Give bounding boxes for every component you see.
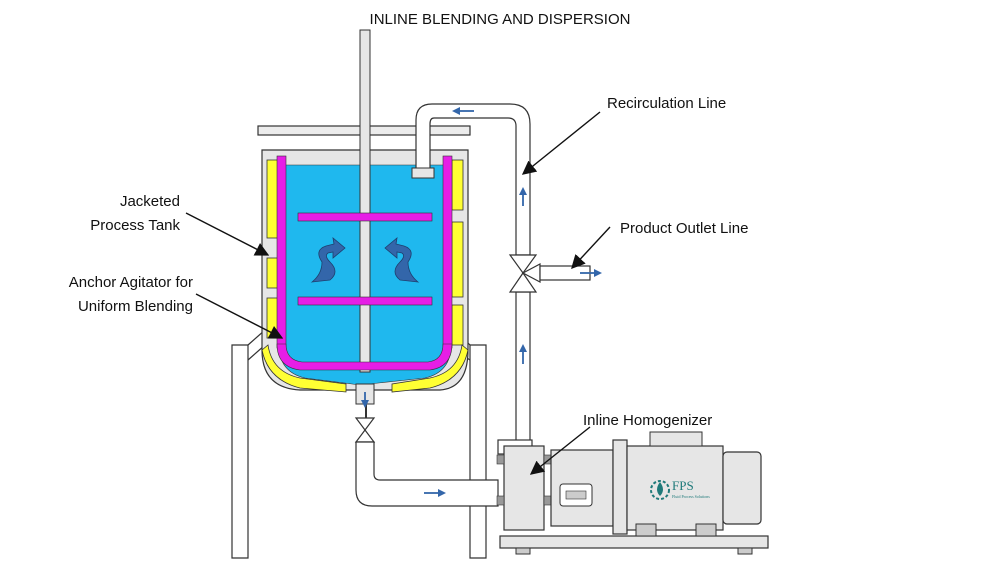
motor-body: [626, 445, 724, 531]
bottom-valve: [354, 417, 376, 443]
label-recirculation-line: Recirculation Line: [607, 95, 726, 112]
agitator-shaft: [359, 29, 371, 373]
gear-icon: [650, 480, 670, 500]
motor-end-cap: [722, 451, 762, 525]
motor-feet: [635, 523, 717, 537]
rotation-arrows: [310, 237, 420, 283]
riser-pipe: [515, 291, 531, 445]
label-anchor-agitator-line2: Uniform Blending: [78, 298, 193, 315]
label-inline-homogenizer: Inline Homogenizer: [583, 412, 712, 429]
coupling-shaft: [565, 490, 587, 500]
homogenizer-base: [499, 535, 769, 549]
label-jacketed-tank-line1: Jacketed: [120, 193, 180, 210]
suction-pipe: [355, 441, 499, 507]
droplet-icon: [657, 482, 663, 496]
diagram-title: INLINE BLENDING AND DISPERSION: [370, 11, 631, 28]
recirculation-nozzle: [411, 167, 435, 179]
three-way-valve: [508, 254, 541, 293]
base-feet: [515, 547, 753, 555]
flow-arrows: [361, 107, 602, 497]
logo-abbr: FPS: [672, 478, 694, 493]
suction-pipe-link: [365, 404, 367, 418]
tank-jacket: [261, 159, 469, 393]
motor-terminal-box: [649, 431, 703, 447]
label-jacketed-tank-line2: Process Tank: [90, 217, 180, 234]
callout-arrows: [185, 111, 611, 475]
anchor-agitator: [276, 155, 453, 371]
homogenizer-head: [503, 445, 545, 531]
fps-logo: FPS Fluid Process Solutions: [650, 478, 710, 500]
logo-name: Fluid Process Solutions: [672, 494, 710, 499]
label-product-outlet-line: Product Outlet Line: [620, 220, 748, 237]
motor-flange: [612, 439, 628, 535]
label-anchor-agitator-line1: Anchor Agitator for: [69, 274, 193, 291]
